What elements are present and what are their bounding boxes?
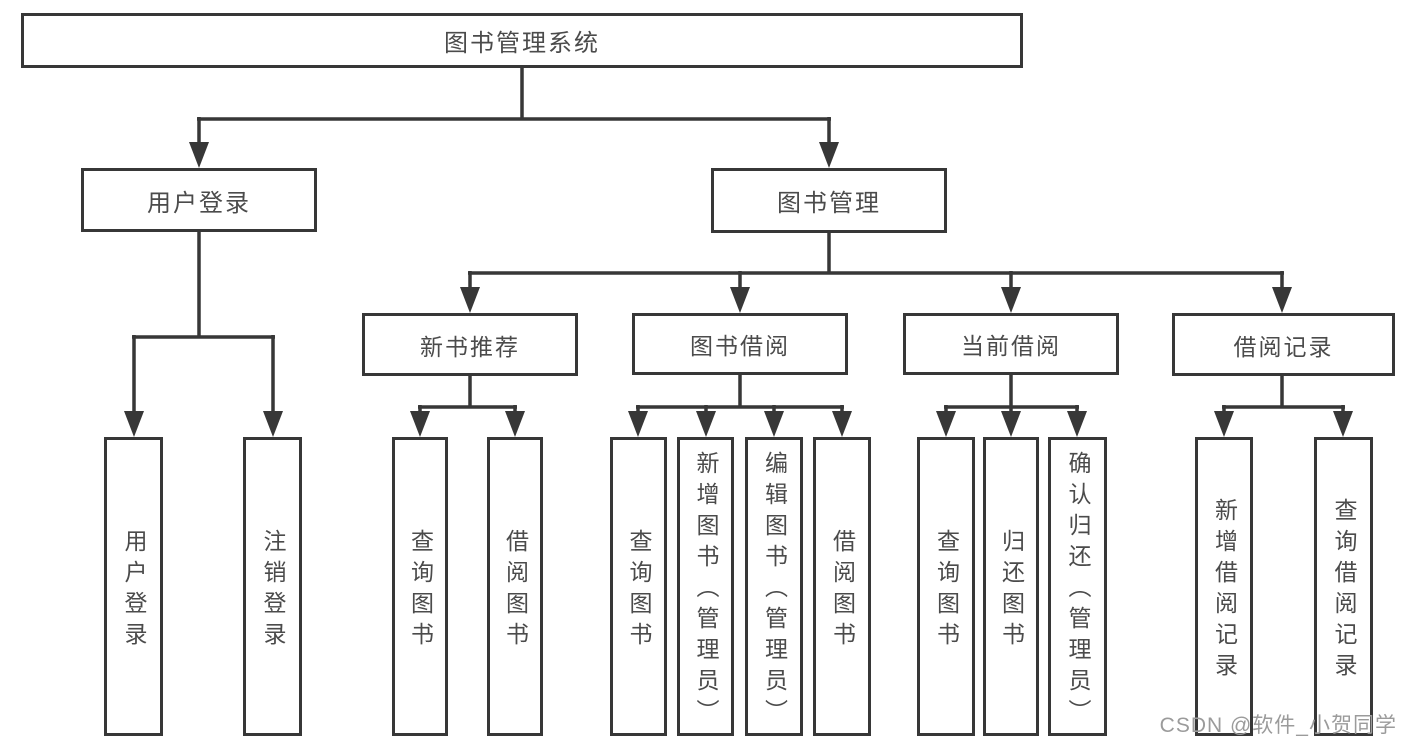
node-leaf-label: 新增图书（管理员） — [693, 451, 719, 730]
node-leaf-label: 用户登录 — [121, 528, 147, 653]
node-current-borrowing: 当前借阅 — [903, 313, 1119, 375]
csdn-watermark: CSDN @软件_小贺同学 — [1159, 714, 1397, 737]
node-leaf-label: 编辑图书（管理员） — [761, 451, 788, 730]
node-leaf-label: 查询图书 — [933, 528, 960, 653]
node-leaf-label: 新增借阅记录 — [1211, 497, 1238, 684]
node-leaf-label: 查询借阅记录 — [1331, 497, 1357, 684]
node-leaf-confirm-return-admin: 确认归还（管理员） — [1048, 437, 1107, 736]
node-leaf-query-books-recommend: 查询图书 — [392, 437, 448, 736]
node-leaf-logout: 注销登录 — [243, 437, 302, 736]
node-leaf-label: 借阅图书 — [829, 528, 856, 653]
node-book-borrowing: 图书借阅 — [632, 313, 848, 375]
node-leaf-label: 借阅图书 — [502, 528, 529, 653]
node-leaf-borrow-books-borrowing: 借阅图书 — [813, 437, 871, 736]
node-leaf-query-borrow-record: 查询借阅记录 — [1314, 437, 1373, 736]
node-borrowing-records: 借阅记录 — [1172, 313, 1395, 376]
node-leaf-edit-books-admin: 编辑图书（管理员） — [745, 437, 803, 736]
node-root-system: 图书管理系统 — [21, 13, 1023, 68]
node-leaf-add-books-admin: 新增图书（管理员） — [677, 437, 734, 736]
node-leaf-add-borrow-record: 新增借阅记录 — [1195, 437, 1253, 736]
node-leaf-return-books: 归还图书 — [983, 437, 1039, 736]
node-book-management-module: 图书管理 — [711, 168, 947, 233]
node-leaf-label: 查询图书 — [407, 528, 434, 653]
node-leaf-label: 确认归还（管理员） — [1065, 451, 1091, 730]
node-leaf-user-login: 用户登录 — [104, 437, 163, 736]
node-leaf-label: 归还图书 — [998, 528, 1025, 653]
node-user-login-module: 用户登录 — [81, 168, 317, 232]
node-leaf-query-books-current: 查询图书 — [917, 437, 975, 736]
node-leaf-label: 查询图书 — [626, 528, 652, 653]
node-leaf-borrow-books-recommend: 借阅图书 — [487, 437, 543, 736]
node-new-book-recommend: 新书推荐 — [362, 313, 578, 376]
node-leaf-query-books-borrowing: 查询图书 — [610, 437, 667, 736]
node-leaf-label: 注销登录 — [260, 528, 286, 653]
